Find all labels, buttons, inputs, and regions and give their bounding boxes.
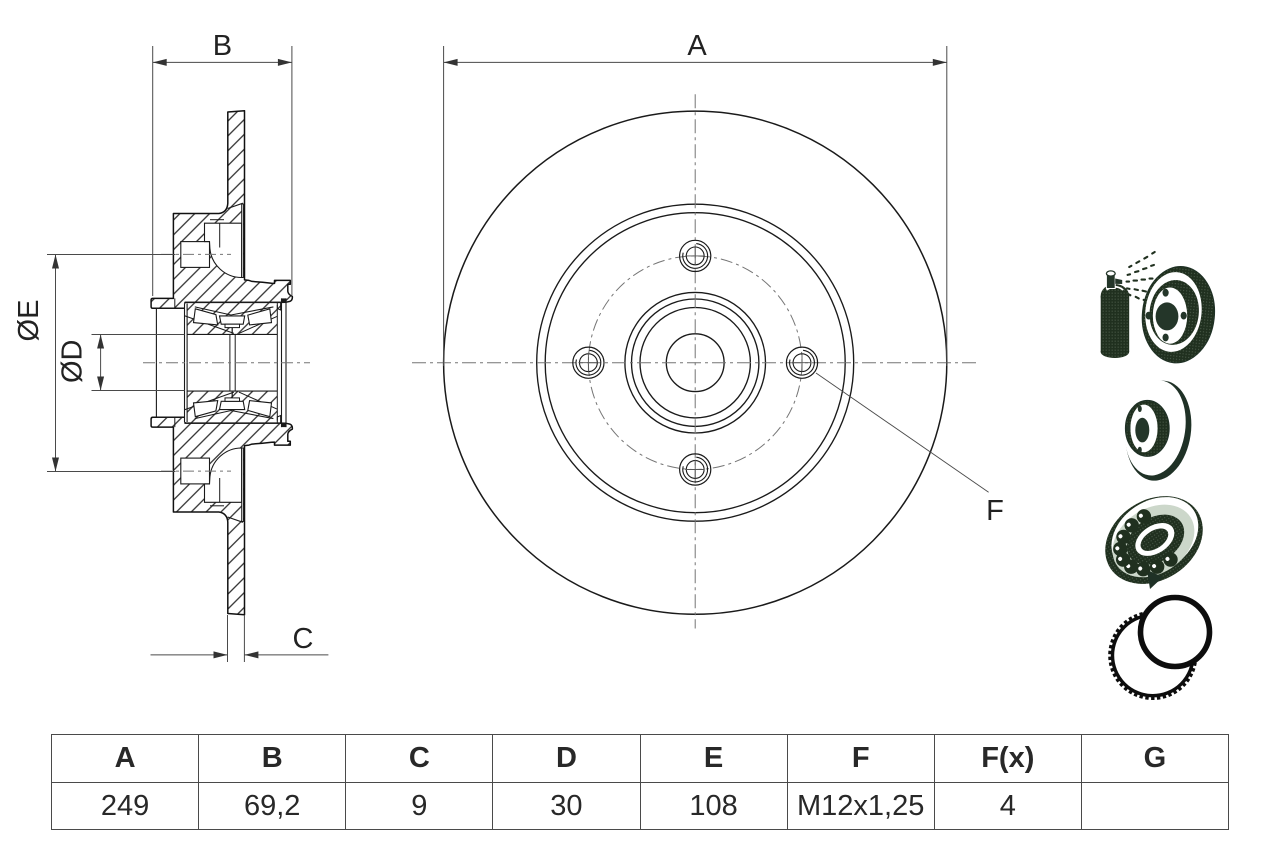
svg-text:ØE: ØE bbox=[13, 300, 45, 342]
svg-text:C: C bbox=[293, 623, 314, 655]
svg-text:F: F bbox=[986, 495, 1004, 527]
svg-text:ØD: ØD bbox=[57, 340, 89, 384]
svg-text:A: A bbox=[687, 30, 707, 62]
svg-text:B: B bbox=[213, 30, 232, 62]
